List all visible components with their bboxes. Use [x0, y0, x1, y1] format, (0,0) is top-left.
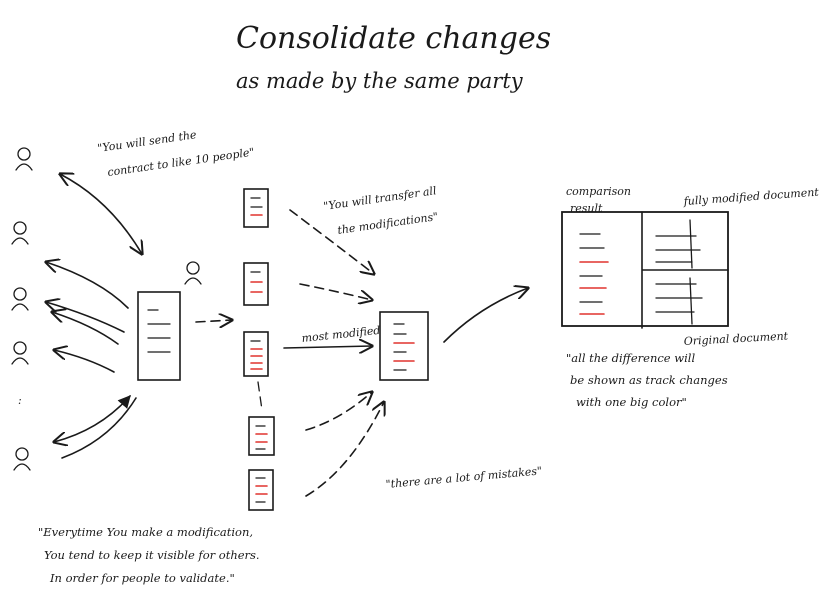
- document-icon: [248, 469, 274, 511]
- send-arrow: [46, 302, 125, 333]
- person-icon: [184, 261, 202, 285]
- difference-note-line3: with one big color": [576, 395, 687, 409]
- diagram-subtitle: as made by the same party: [236, 69, 524, 93]
- result-arrow: [443, 288, 528, 343]
- mistakes-note: "there are a lot of mistakes": [385, 464, 542, 491]
- most-modified-arrow: [283, 346, 372, 348]
- transfer-note-line1: "You will transfer all: [323, 184, 438, 213]
- everytime-note-line3: In order for people to validate.": [49, 571, 235, 585]
- person-icon: [11, 287, 29, 311]
- send-arrow: [60, 174, 142, 254]
- person-icon: [15, 147, 33, 171]
- person-icon: [11, 341, 29, 365]
- comparison-grid: [561, 211, 729, 329]
- transfer-arrow: [299, 283, 372, 300]
- transfer-arrow: [305, 402, 384, 497]
- more-people-ellipsis: :: [18, 394, 22, 407]
- transfer-arrow: [305, 392, 372, 431]
- send-arrow: [52, 312, 119, 345]
- forward-arrow: [195, 320, 232, 322]
- document-icon: [243, 331, 269, 377]
- most-modified-label: most modified: [301, 324, 381, 345]
- send-arrow: [46, 262, 129, 309]
- original-document-label: Original document: [683, 330, 788, 348]
- continuation-dashes: [257, 381, 263, 411]
- person-icon: [11, 221, 29, 245]
- document-icon: [248, 416, 275, 456]
- everytime-note-line1: "Everytime You make a modification,: [38, 525, 253, 539]
- everytime-note-line2: You tend to keep it visible for others.: [44, 548, 260, 562]
- document-icon: [243, 262, 269, 306]
- document-icon: [243, 188, 269, 228]
- transfer-arrow: [289, 209, 374, 274]
- transfer-note-line2: the modifications": [337, 210, 439, 237]
- document-icon: [137, 291, 181, 381]
- send-note-line1: "You will send the: [97, 128, 198, 155]
- send-arrow: [54, 350, 115, 373]
- difference-note-line1: "all the difference will: [566, 351, 695, 365]
- fully-modified-label: fully modified document: [682, 186, 819, 209]
- diagram-title: Consolidate changes: [236, 21, 551, 56]
- person-icon: [13, 447, 31, 471]
- difference-note-line2: be shown as track changes: [570, 373, 728, 387]
- document-icon: [379, 311, 429, 381]
- comparison-label-line1: comparison: [566, 185, 631, 198]
- send-arrow: [61, 397, 137, 459]
- send-arrow: [54, 396, 130, 442]
